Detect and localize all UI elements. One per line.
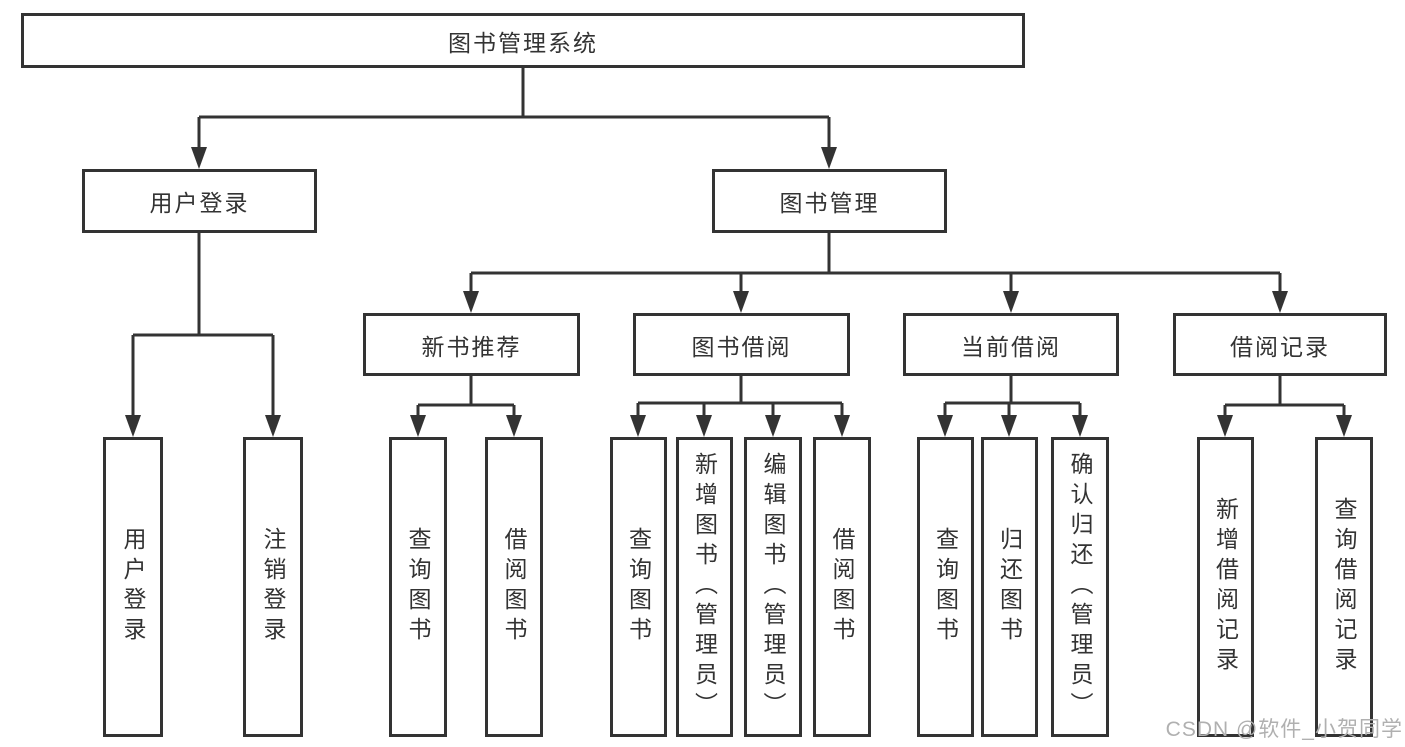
leaf-user-login: 用户登录 bbox=[103, 437, 163, 737]
node-book-borrowing: 图书借阅 bbox=[633, 313, 850, 376]
node-borrowing-records: 借阅记录 bbox=[1173, 313, 1387, 376]
node-user-login: 用户登录 bbox=[82, 169, 317, 233]
leaf-add-borrow-record: 新增借阅记录 bbox=[1197, 437, 1254, 737]
node-new-book-recommendation: 新书推荐 bbox=[363, 313, 580, 376]
leaf-confirm-return-admin: 确认归还（管理员） bbox=[1051, 437, 1109, 737]
leaf-return-books: 归还图书 bbox=[981, 437, 1038, 737]
leaf-borrow-books: 借阅图书 bbox=[485, 437, 543, 737]
leaf-add-book-admin: 新增图书（管理员） bbox=[676, 437, 733, 737]
leaf-borrow-books: 借阅图书 bbox=[813, 437, 871, 737]
node-library-management-system: 图书管理系统 bbox=[21, 13, 1025, 68]
leaf-query-borrow-record: 查询借阅记录 bbox=[1315, 437, 1373, 737]
csdn-watermark: CSDN @软件_小贺同学 bbox=[1165, 718, 1403, 741]
leaf-query-books: 查询图书 bbox=[917, 437, 974, 737]
leaf-query-books: 查询图书 bbox=[389, 437, 447, 737]
node-current-borrowing: 当前借阅 bbox=[903, 313, 1119, 376]
leaf-edit-book-admin: 编辑图书（管理员） bbox=[744, 437, 802, 737]
node-book-management: 图书管理 bbox=[712, 169, 947, 233]
leaf-query-books: 查询图书 bbox=[610, 437, 667, 737]
leaf-logout: 注销登录 bbox=[243, 437, 303, 737]
